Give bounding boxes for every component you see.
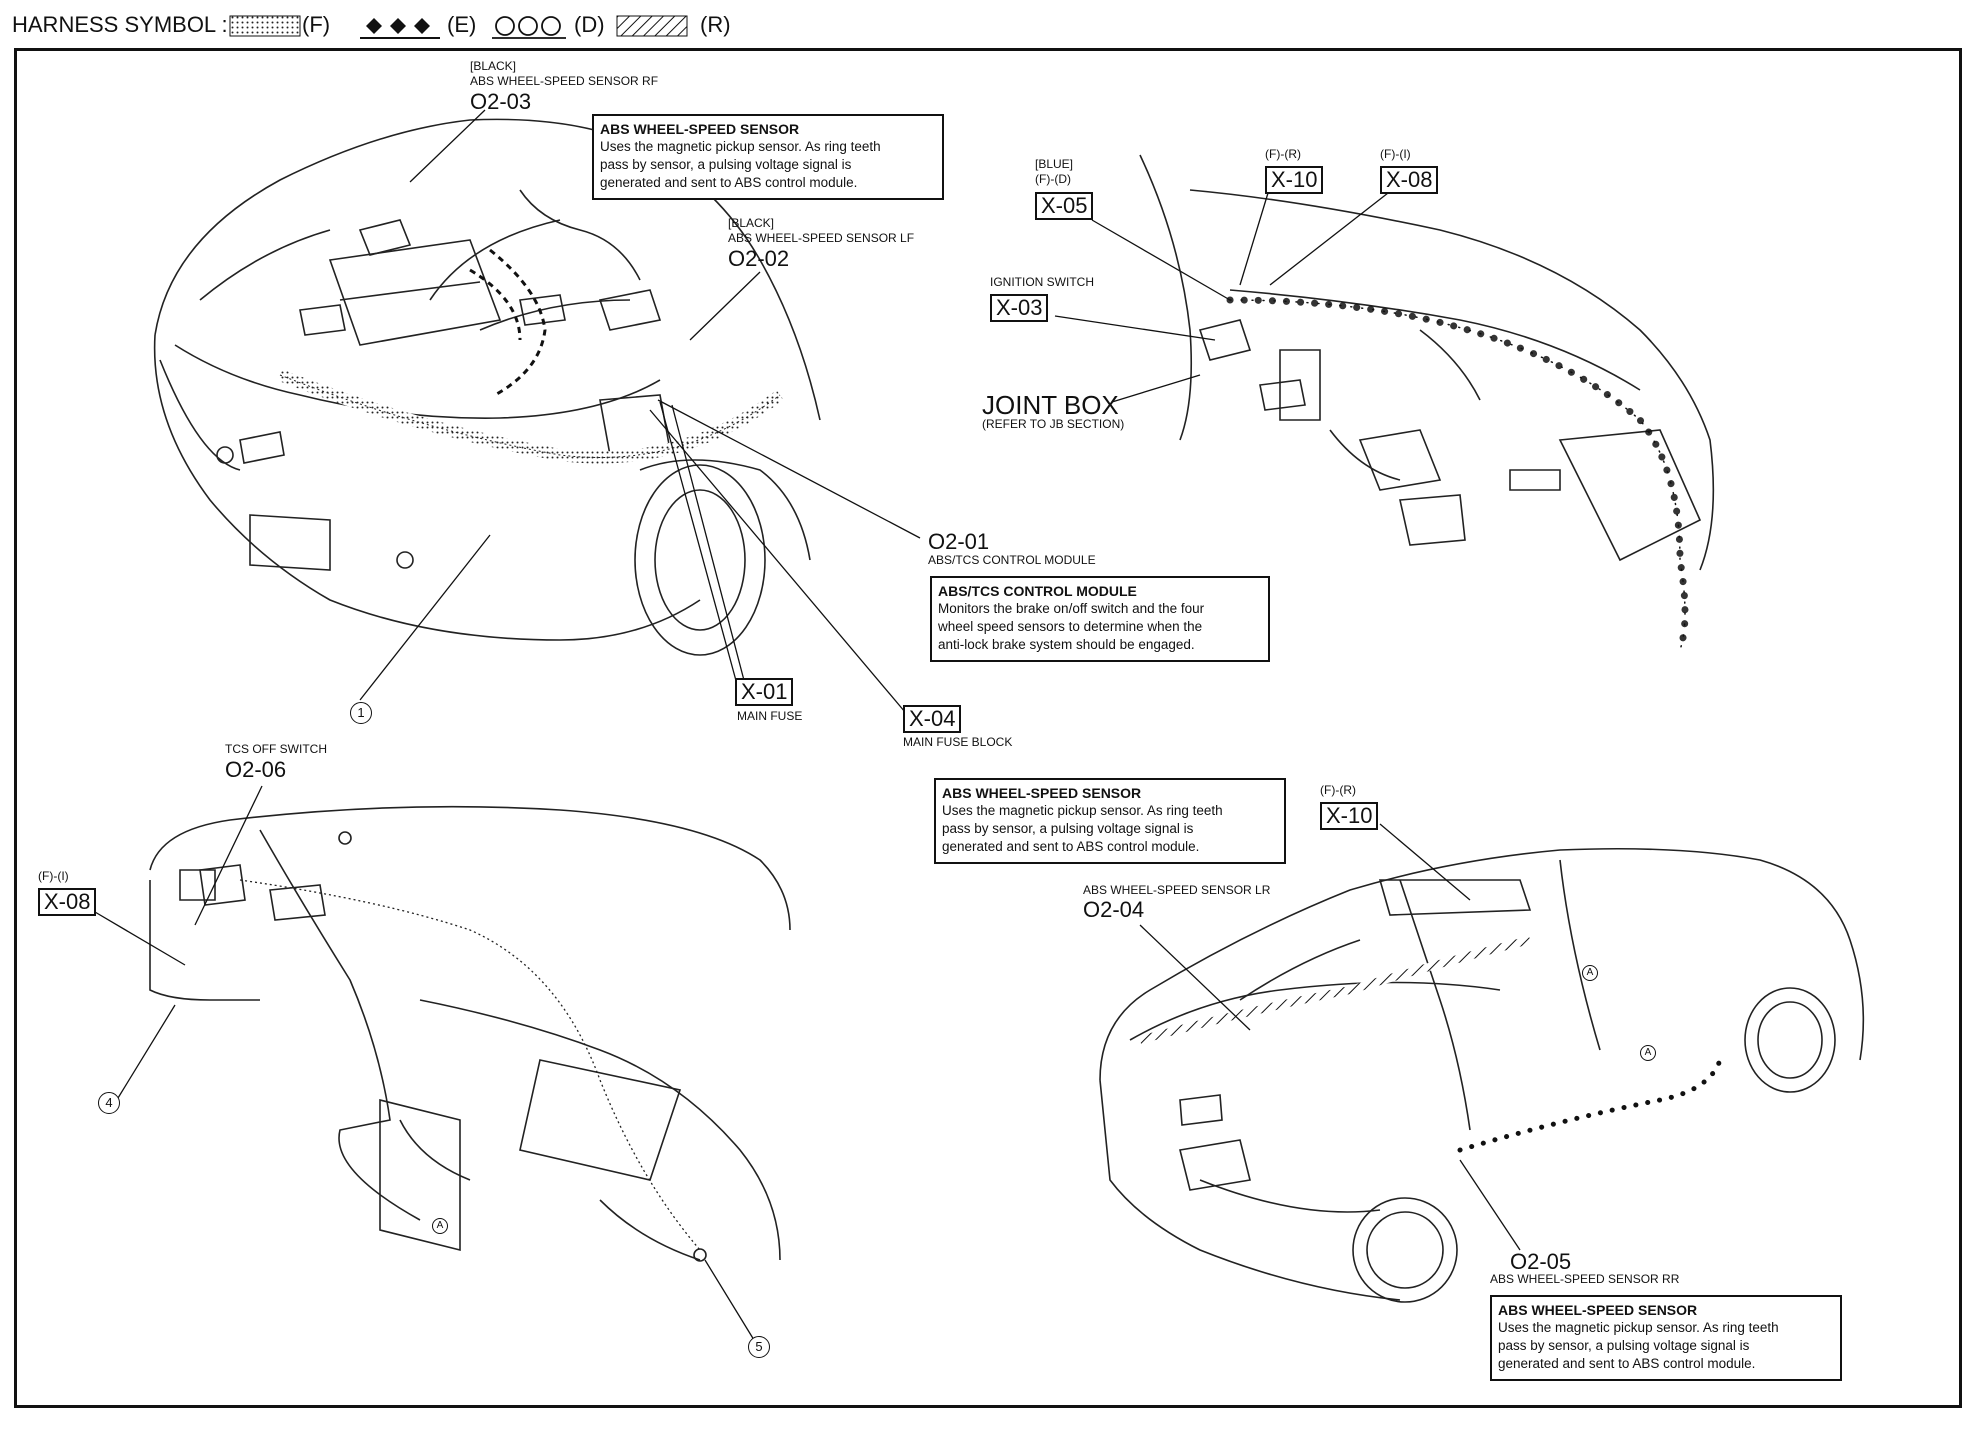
label-x-08-bottom-harness: (F)-(I): [38, 869, 69, 883]
harness-r-rear: [1138, 936, 1531, 1044]
leader-lines-bottom-right: [1139, 823, 1521, 1251]
note-line: anti-lock brake system should be engaged…: [938, 637, 1195, 652]
label-x-05-harness: (F)-(D): [1035, 172, 1071, 186]
note-line: wheel speed sensors to determine when th…: [938, 619, 1203, 634]
code-x-10-bottom: X-10: [1320, 802, 1379, 830]
label-o2-02-color: [BLACK]: [728, 216, 775, 230]
legend-code-f: (F): [302, 12, 331, 37]
label-o2-03-name: ABS WHEEL-SPEED SENSOR RF: [470, 74, 659, 88]
code-x-04: X-04: [903, 705, 962, 733]
diagram-frame: [14, 48, 1962, 1408]
legend-swatch-f: [229, 15, 301, 37]
marker-a: A: [1582, 965, 1598, 981]
marker-1: 1: [350, 702, 372, 724]
note-line: generated and sent to ABS control module…: [1498, 1356, 1756, 1371]
legend-swatch-r: [616, 15, 688, 37]
marker-a: A: [1640, 1045, 1656, 1061]
note-line: Monitors the brake on/off switch and the…: [938, 601, 1205, 616]
code-o2-01: O2-01: [928, 529, 990, 554]
note-title: ABS WHEEL-SPEED SENSOR: [1498, 1302, 1698, 1318]
marker-4: 4: [98, 1092, 120, 1114]
vehicle-rear-drawing: [1099, 847, 1865, 1303]
code-x-08-bottom: X-08: [38, 888, 97, 916]
note-abs-sensor-mid: ABS WHEEL-SPEED SENSOR Uses the magnetic…: [934, 778, 1286, 864]
code-o2-04: O2-04: [1083, 897, 1145, 922]
code-o2-02: O2-02: [728, 246, 790, 271]
marker-5: 5: [748, 1336, 770, 1358]
marker-a: A: [432, 1218, 448, 1234]
note-line: pass by sensor, a pulsing voltage signal…: [942, 821, 1194, 836]
harness-d-rear: [1457, 1057, 1723, 1153]
code-x-08-top: X-08: [1380, 166, 1439, 194]
note-line: generated and sent to ABS control module…: [942, 839, 1200, 854]
leader-lines-bottom-left: [94, 785, 755, 1341]
note-line: Uses the magnetic pickup sensor. As ring…: [600, 139, 881, 154]
note-title: ABS WHEEL-SPEED SENSOR: [942, 785, 1142, 801]
note-title: ABS/TCS CONTROL MODULE: [938, 583, 1137, 599]
note-line: generated and sent to ABS control module…: [600, 175, 858, 190]
label-x-10-top-harness: (F)-(R): [1265, 147, 1301, 161]
label-o2-06-name: TCS OFF SWITCH: [225, 742, 327, 756]
label-o2-05-name: ABS WHEEL-SPEED SENSOR RR: [1490, 1272, 1680, 1286]
label-x-04-name: MAIN FUSE BLOCK: [903, 735, 1013, 749]
label-o2-01-name: ABS/TCS CONTROL MODULE: [928, 553, 1096, 567]
engine-compartment-drawing: [153, 118, 821, 656]
note-line: pass by sensor, a pulsing voltage signal…: [600, 157, 852, 172]
dash-interior-drawing: [1139, 154, 1715, 571]
note-line: Uses the magnetic pickup sensor. As ring…: [1498, 1320, 1779, 1335]
legend-code-r: (R): [700, 12, 731, 37]
code-x-03: X-03: [990, 294, 1049, 322]
code-o2-06: O2-06: [225, 757, 287, 782]
code-x-01: X-01: [735, 678, 794, 706]
label-o2-03-color: [BLACK]: [470, 59, 517, 73]
leader-lines-top-right: [1054, 192, 1389, 403]
legend-swatch-d: [492, 16, 566, 39]
harness-f-panel: [239, 879, 701, 1251]
label-x-10-bottom-harness: (F)-(R): [1320, 783, 1356, 797]
harness-d-dash: [1229, 299, 1686, 651]
label-joint-box-note: (REFER TO JB SECTION): [982, 417, 1125, 431]
legend-code-d: (D): [574, 12, 605, 37]
code-x-05: X-05: [1035, 192, 1094, 220]
legend-code-e: (E): [447, 12, 477, 37]
legend-title: HARNESS SYMBOL :: [12, 12, 228, 37]
harness-e-engine: [489, 248, 547, 397]
note-line: pass by sensor, a pulsing voltage signal…: [1498, 1338, 1750, 1353]
label-x-08-top-harness: (F)-(I): [1380, 147, 1411, 161]
code-o2-03: O2-03: [470, 89, 532, 114]
note-line: Uses the magnetic pickup sensor. As ring…: [942, 803, 1223, 818]
note-abs-sensor-top: ABS WHEEL-SPEED SENSOR Uses the magnetic…: [592, 114, 944, 200]
label-x-05-color: [BLUE]: [1035, 157, 1074, 171]
code-o2-05: O2-05: [1510, 1249, 1572, 1274]
legend-swatch-e: [360, 18, 440, 39]
instrument-panel-drawing: [149, 805, 791, 1262]
code-x-10-top: X-10: [1265, 166, 1324, 194]
label-joint-box: JOINT BOX: [982, 390, 1119, 420]
label-x-03-name: IGNITION SWITCH: [990, 275, 1094, 289]
label-o2-04-name: ABS WHEEL-SPEED SENSOR LR: [1083, 883, 1271, 897]
label-x-01-name: MAIN FUSE: [737, 709, 803, 723]
label-o2-02-name: ABS WHEEL-SPEED SENSOR LF: [728, 231, 915, 245]
note-title: ABS WHEEL-SPEED SENSOR: [600, 121, 800, 137]
leader-lines-top-left: [359, 109, 921, 713]
note-abs-tcs-module: ABS/TCS CONTROL MODULE Monitors the brak…: [930, 576, 1270, 662]
note-abs-sensor-bottom: ABS WHEEL-SPEED SENSOR Uses the magnetic…: [1490, 1295, 1842, 1381]
legend-swatches: [229, 15, 688, 39]
